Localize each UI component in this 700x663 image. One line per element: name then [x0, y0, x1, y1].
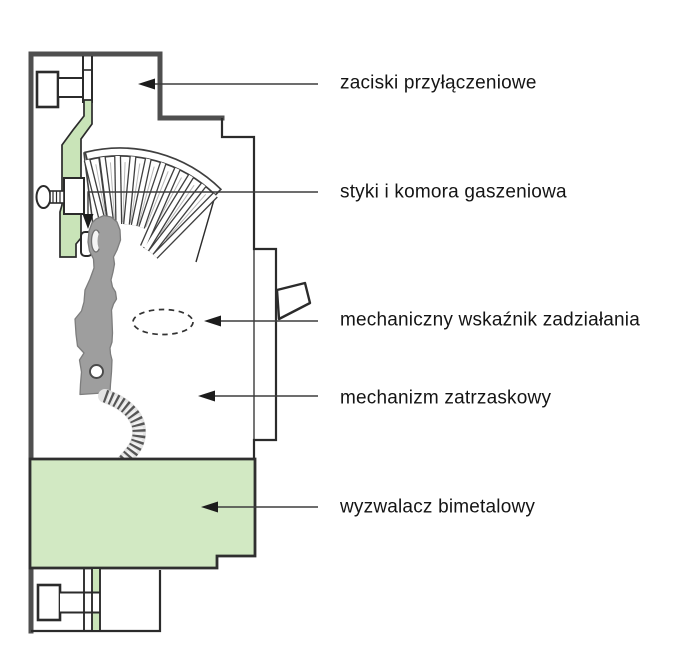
case-outline [28, 51, 278, 634]
pointer-zaciski [138, 78, 318, 90]
top-terminal-screw [35, 70, 60, 109]
arc-chute [80, 147, 223, 263]
label-mechanizm: mechanizm zatrzaskowy [340, 387, 552, 409]
arm-pivot-hole [89, 364, 104, 379]
left-arrowhead-icon [138, 78, 155, 90]
arc-chute-plates [83, 155, 218, 259]
label-wyzwalacz: wyzwalacz bimetalowy [340, 496, 536, 518]
toggle-lever [275, 281, 312, 321]
label-wskaznik: mechaniczny wskaźnik zadziałania [340, 309, 640, 331]
left-arrowhead-icon [198, 390, 215, 402]
label-styki: styki i komora gaszeniowa [340, 181, 567, 203]
flexible-braid [98, 389, 147, 468]
bottom-terminal-channel [83, 569, 101, 630]
pointer-wskaznik [204, 315, 318, 327]
down-arrowhead-icon [82, 214, 94, 229]
trip-indicator-ellipse [132, 308, 194, 336]
contact-clamp-screw [35, 185, 65, 209]
contact-clamp [63, 177, 85, 215]
left-arrowhead-icon [201, 501, 218, 513]
label-zaciski: zaciski przyłączeniowe [340, 72, 537, 94]
left-arrowhead-icon [204, 315, 221, 327]
copper-busbar [35, 99, 93, 258]
bottom-terminal-screw [36, 583, 100, 622]
pointer-styki [82, 191, 318, 229]
top-terminal [35, 56, 93, 109]
bimetal-block [28, 457, 257, 570]
pointer-mechanizm [198, 390, 318, 402]
bottom-terminal [36, 569, 101, 630]
top-terminal-screw-shaft [57, 77, 84, 98]
pointer-wyzwalacz [201, 501, 318, 513]
moving-contact-arm [74, 214, 122, 396]
top-terminal-channel [82, 56, 93, 103]
